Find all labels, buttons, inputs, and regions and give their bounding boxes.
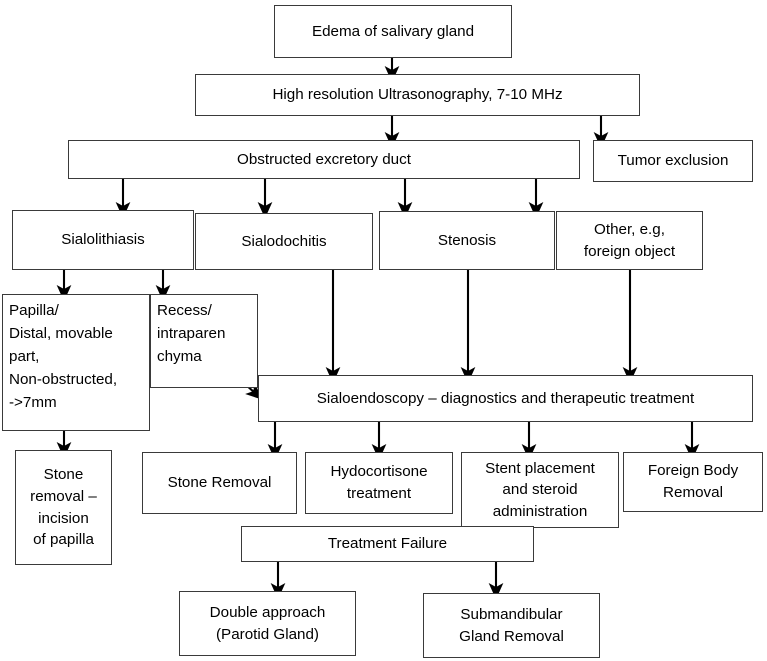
node-foreign-body-removal[interactable]: Foreign Body Removal <box>623 452 763 512</box>
node-sialodochitis[interactable]: Sialodochitis <box>195 213 373 270</box>
node-label: Stone removal – incision of papilla <box>30 466 97 549</box>
node-label: Papilla/ Distal, movable part, Non-obstr… <box>9 302 118 412</box>
node-label: Stone Removal <box>167 474 272 492</box>
node-high-resolution-ultrasonography[interactable]: High resolution Ultrasonography, 7-10 MH… <box>195 74 640 116</box>
node-label: Sialodochitis <box>241 232 327 250</box>
node-edema-of-salivary-gland[interactable]: Edema of salivary gland <box>274 5 512 58</box>
node-other-foreign-object[interactable]: Other, e.g, foreign object <box>556 211 703 270</box>
node-tumor-exclusion[interactable]: Tumor exclusion <box>593 140 753 182</box>
node-sialolithiasis[interactable]: Sialolithiasis <box>12 210 194 270</box>
node-label: Foreign Body Removal <box>647 462 739 501</box>
node-hydocortisone-treatment[interactable]: Hydocortisone treatment <box>305 452 453 514</box>
node-double-approach-parotid-gland[interactable]: Double approach (Parotid Gland) <box>179 591 356 656</box>
node-label: Edema of salivary gland <box>311 22 475 40</box>
node-label: Stent placement and steroid administrati… <box>485 459 595 520</box>
node-stent-placement-and-steroid[interactable]: Stent placement and steroid administrati… <box>461 452 619 528</box>
node-label: Sialoendoscopy – diagnostics and therape… <box>316 389 695 407</box>
node-label: Double approach (Parotid Gland) <box>209 603 326 643</box>
node-treatment-failure[interactable]: Treatment Failure <box>241 526 534 562</box>
node-stenosis[interactable]: Stenosis <box>379 211 555 270</box>
node-label: High resolution Ultrasonography, 7-10 MH… <box>272 86 563 104</box>
node-sialoendoscopy[interactable]: Sialoendoscopy – diagnostics and therape… <box>258 375 753 422</box>
node-submandibular-gland-removal[interactable]: Submandibular Gland Removal <box>423 593 600 658</box>
node-stone-removal[interactable]: Stone Removal <box>142 452 297 514</box>
node-label: Tumor exclusion <box>617 152 729 170</box>
node-label: Treatment Failure <box>327 535 448 553</box>
node-stone-removal-incision-of-papilla[interactable]: Stone removal – incision of papilla <box>15 450 112 565</box>
node-label: Obstructed excretory duct <box>237 150 411 168</box>
node-recess-intraparenchyma[interactable]: Recess/ intraparen chyma <box>150 294 258 388</box>
node-papilla-distal-movable-part[interactable]: Papilla/ Distal, movable part, Non-obstr… <box>2 294 150 431</box>
node-label: Submandibular Gland Removal <box>459 605 564 645</box>
node-label: Other, e.g, foreign object <box>583 220 676 260</box>
node-label: Stenosis <box>437 231 497 249</box>
node-label: Recess/ intraparen chyma <box>157 302 226 366</box>
node-label: Sialolithiasis <box>61 231 145 249</box>
node-obstructed-excretory-duct[interactable]: Obstructed excretory duct <box>68 140 580 179</box>
node-label: Hydocortisone treatment <box>330 463 428 502</box>
